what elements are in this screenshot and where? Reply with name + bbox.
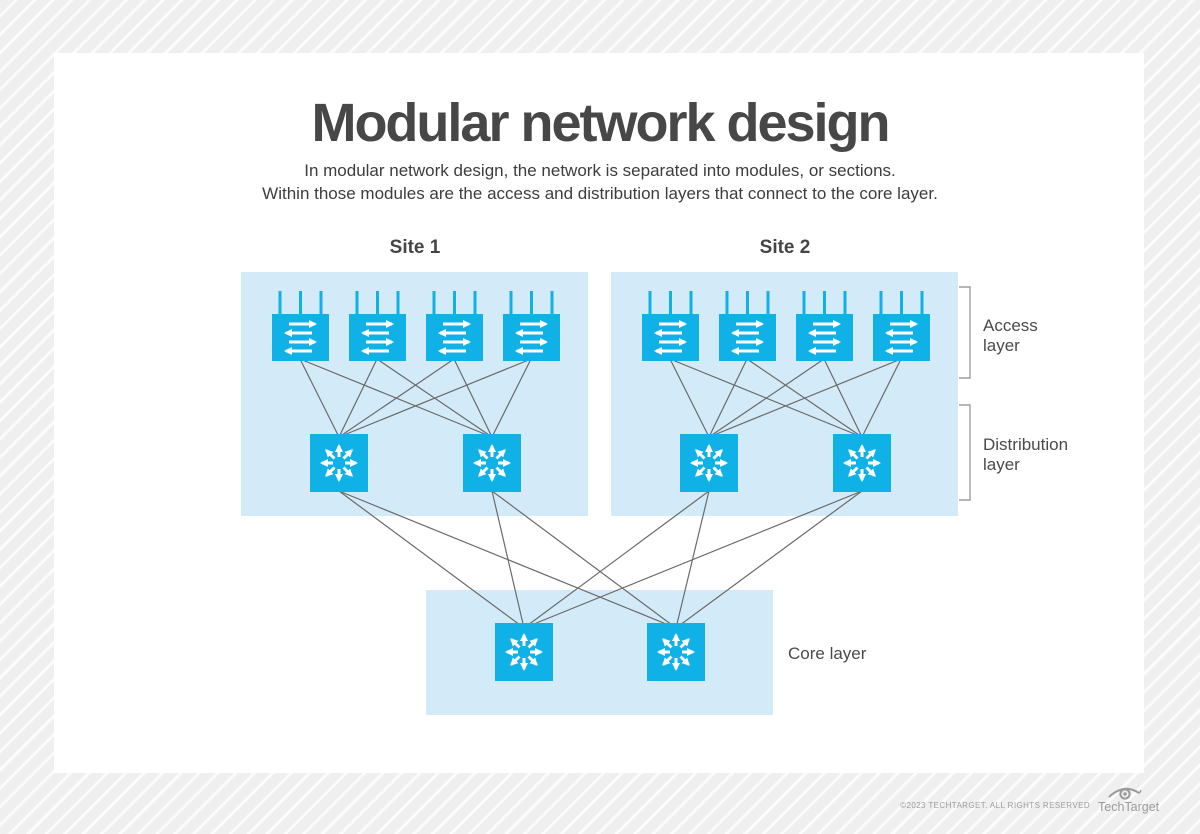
site-1-label: Site 1 (389, 237, 441, 258)
distribution-layer-label: Distribution layer (983, 435, 1068, 474)
access-layer-label-line-2: layer (983, 335, 1020, 355)
core-layer-label: Core layer (788, 644, 867, 663)
site-2-access-distribution-links (669, 358, 902, 438)
page-title: Modular network design (311, 93, 890, 153)
multilayer-switch-icon (310, 434, 368, 492)
workgroup-switch-icon (719, 291, 776, 361)
techtarget-logo: TechTarget (1098, 784, 1160, 814)
page-subtitle: In modular network design, the network i… (0, 159, 1200, 205)
distribution-layer-bracket (959, 404, 971, 501)
distribution-layer-label-line-2: layer (983, 454, 1020, 474)
multilayer-switch-icon (680, 434, 738, 492)
site-2-label: Site 2 (759, 237, 811, 258)
workgroup-switch-icon (642, 291, 699, 361)
multilayer-switch-icon (495, 623, 553, 681)
core-layer-box (426, 590, 773, 715)
workgroup-switch-icon (426, 291, 483, 361)
workgroup-switch-icon (272, 291, 329, 361)
multilayer-switch-icon (647, 623, 705, 681)
multilayer-switch-icon (833, 434, 891, 492)
page-subtitle-line-1: In modular network design, the network i… (304, 161, 896, 180)
distribution-layer-label-line-1: Distribution (983, 435, 1069, 454)
site-1-box (241, 272, 588, 516)
copyright-notice: ©2023 TECHTARGET. ALL RIGHTS RESERVED (900, 801, 1090, 810)
workgroup-switch-icon (796, 291, 853, 361)
access-layer-bracket (959, 286, 971, 379)
workgroup-switch-icon (873, 291, 930, 361)
site-2-box (611, 272, 958, 516)
page-subtitle-line-2: Within those modules are the access and … (262, 184, 938, 203)
multilayer-switch-icon (463, 434, 521, 492)
access-layer-label: Access layer (983, 316, 1038, 355)
workgroup-switch-icon (349, 291, 406, 361)
site-1-access-distribution-links (299, 358, 532, 438)
techtarget-logo-text: TechTarget (1098, 800, 1160, 814)
distribution-core-links (338, 490, 863, 629)
workgroup-switch-icon (503, 291, 560, 361)
access-layer-label-line-1: Access (983, 316, 1038, 335)
techtarget-eye-icon (1108, 787, 1142, 800)
